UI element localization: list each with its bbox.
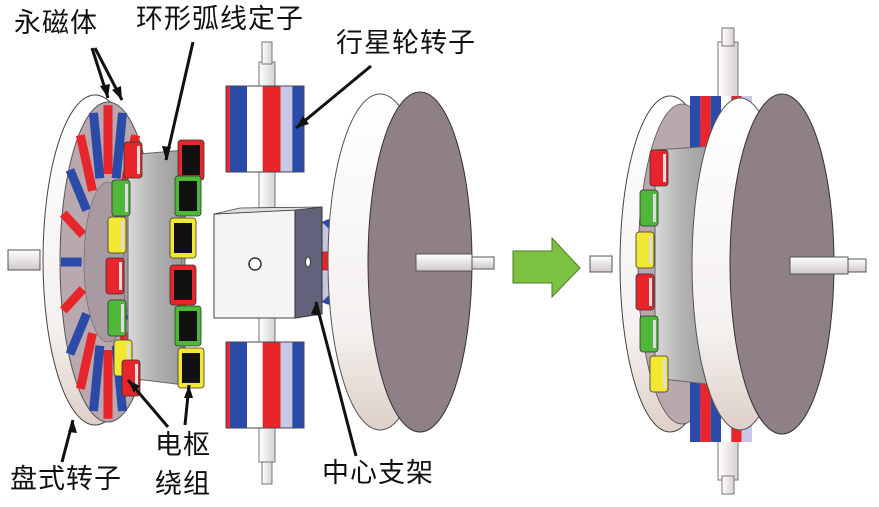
rotor-stripe bbox=[229, 342, 248, 428]
coil-gap bbox=[653, 320, 656, 348]
label-ring-arc-stator: 环形弧线定子 bbox=[136, 4, 304, 35]
center-assembly bbox=[213, 41, 353, 485]
label-disk-rotor: 盘式转子 bbox=[10, 464, 122, 495]
coil-core bbox=[174, 223, 192, 253]
coil-gap bbox=[127, 344, 130, 372]
right-disk-rotor bbox=[327, 91, 495, 433]
leader-center-bracket bbox=[314, 301, 358, 457]
label-armature-winding-line2: 绕组 bbox=[155, 469, 211, 500]
magnet-bar bbox=[75, 332, 97, 390]
coil-core bbox=[179, 311, 197, 341]
coil-gap bbox=[119, 262, 122, 290]
bracket-hole-front bbox=[248, 257, 262, 271]
planet-rotor-top bbox=[225, 85, 305, 173]
magnet-bar bbox=[111, 112, 128, 179]
magnet-bar bbox=[88, 112, 105, 179]
rotor-outline bbox=[225, 341, 305, 429]
armature-windings-back bbox=[169, 139, 205, 389]
rotor-stripe bbox=[280, 342, 293, 428]
planet-rotor-bottom bbox=[225, 341, 305, 429]
coil-gap bbox=[649, 236, 652, 264]
coil-core bbox=[182, 353, 200, 383]
coil-core bbox=[174, 270, 192, 300]
rotor-stripe bbox=[247, 342, 263, 428]
rotor-stripe bbox=[262, 342, 281, 428]
coil-gap bbox=[135, 364, 138, 392]
coil-gap bbox=[125, 184, 128, 212]
armature-windings-front bbox=[105, 141, 143, 397]
coil-gap bbox=[653, 194, 656, 222]
magnet-bar bbox=[65, 168, 91, 212]
leader-ring-arc-stator bbox=[164, 41, 195, 161]
rotor-stripe bbox=[247, 86, 263, 172]
right-shaft bbox=[415, 253, 473, 272]
leader-planet-rotor bbox=[295, 64, 372, 130]
label-center-bracket: 中心支架 bbox=[322, 458, 434, 489]
rotor-stripe bbox=[262, 86, 281, 172]
left-shaft bbox=[7, 249, 41, 271]
assembly-arrow-icon bbox=[512, 236, 581, 299]
rotor-stripe bbox=[280, 86, 293, 172]
label-planet-rotor: 行星轮转子 bbox=[336, 28, 476, 59]
ring-arc-stator bbox=[105, 139, 205, 397]
coil-gap bbox=[649, 278, 652, 306]
assembled-motor bbox=[589, 27, 867, 495]
leader-arrowheads bbox=[68, 84, 320, 433]
coil-gap bbox=[121, 221, 124, 249]
bracket-hole-side bbox=[305, 256, 311, 268]
rotor-outline bbox=[225, 85, 305, 173]
rotor-stripe bbox=[229, 86, 248, 172]
coil-gap bbox=[121, 304, 124, 332]
assembled-windings-left bbox=[635, 149, 669, 393]
coil-core bbox=[179, 181, 197, 211]
rotor-stripe bbox=[226, 342, 230, 428]
rotor-stripe bbox=[292, 342, 304, 428]
label-armature-winding-line1: 电枢 bbox=[155, 430, 211, 461]
coil-gap bbox=[663, 360, 666, 388]
coil-core bbox=[182, 145, 200, 175]
rotor-stripe bbox=[292, 86, 304, 172]
magnet-bar bbox=[75, 134, 97, 192]
label-permanent-magnet: 永磁体 bbox=[14, 8, 98, 39]
coil-gap bbox=[137, 146, 140, 174]
rotor-stripe bbox=[226, 86, 230, 172]
magnet-bar bbox=[59, 286, 87, 314]
magnet-bar bbox=[59, 210, 87, 238]
coil-gap bbox=[663, 154, 666, 182]
magnet-bar bbox=[88, 345, 105, 412]
magnet-bar bbox=[65, 312, 91, 356]
